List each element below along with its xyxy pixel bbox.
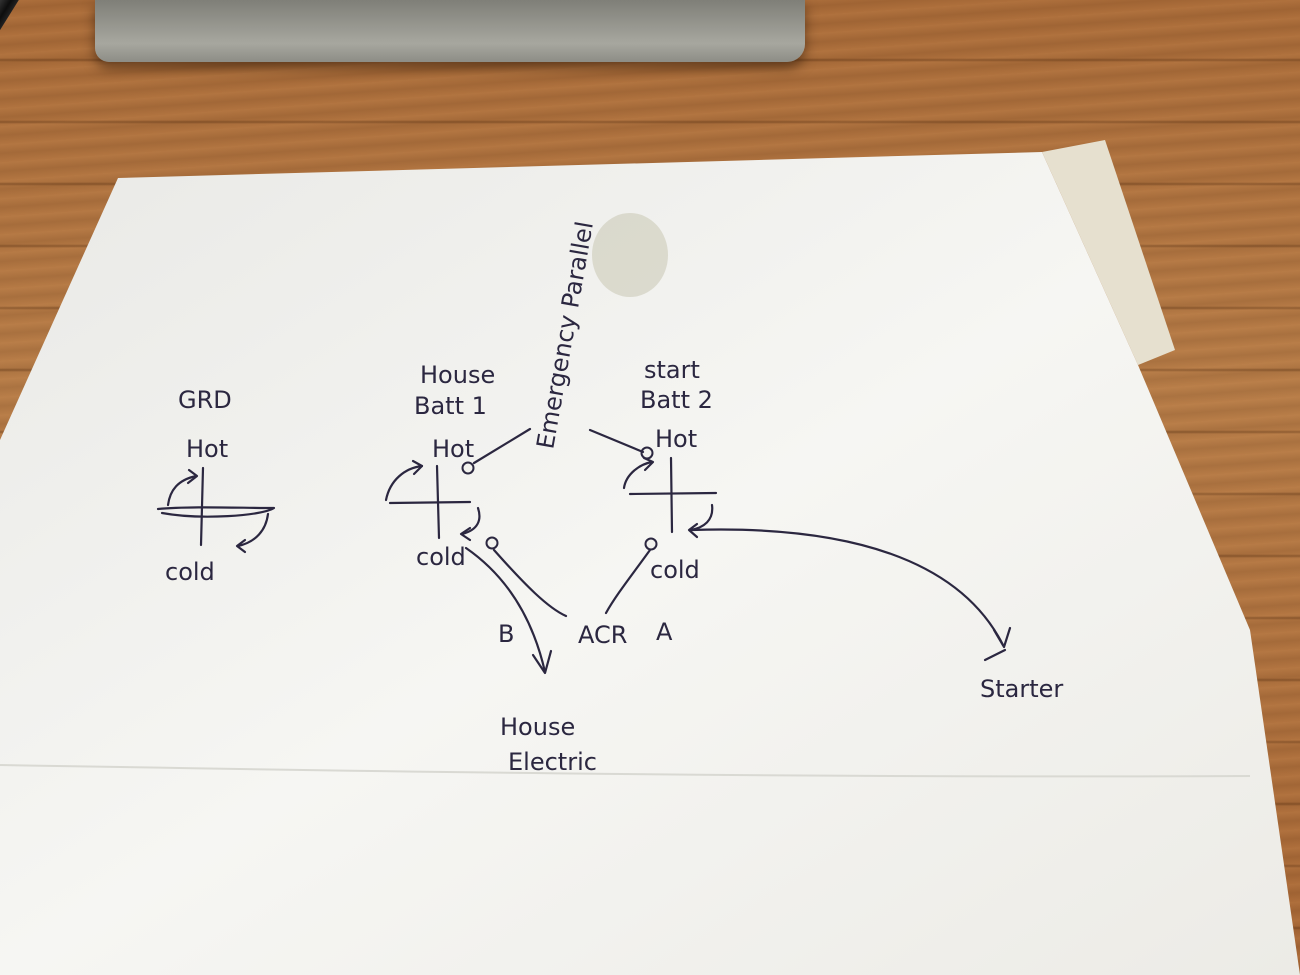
smudge [592,213,668,297]
ground-rotate-arrow-top [166,474,198,507]
starter-arrowhead [992,626,1012,649]
parallel-wire-right [588,428,645,454]
acr-label: ACR [578,621,627,649]
house-batt-cold-terminal [485,536,499,550]
start-batt-arrowhead-bottom [687,522,699,539]
house-batt-hot-terminal [461,461,475,475]
ground-title: GRD [178,386,232,414]
house-batt-cold-label: cold [416,543,466,571]
start-batt-title-line2: Batt 2 [640,386,713,414]
house-batt-title-line1: House [420,361,495,389]
ground-arrowhead-bottom [235,538,247,554]
paper-fold-corner [1042,140,1175,365]
house-electric-line1: House [500,713,575,741]
house-electric-arrowhead [531,649,553,675]
acr-side-a-label: A [656,618,673,646]
ground-horizontal-stroke [156,506,276,518]
house-batt-rotate-arrow-bottom [460,506,481,536]
start-batt-rotate-arrow-top [622,460,654,490]
ground-rotate-arrow-bottom [236,512,270,548]
start-batt-cold-terminal [644,537,658,551]
house-electric-line2: Electric [508,748,597,776]
parallel-wire-left [472,427,532,465]
house-batt-title-line2: Batt 1 [414,392,487,420]
ground-cold-label: cold [165,558,215,586]
house-batt-rotate-arrow-top [384,464,424,502]
start-batt-horizontal-stroke [628,491,718,496]
side-b-label: B [498,620,514,648]
start-batt-vertical-stroke [669,456,674,534]
house-electric-wire [464,546,547,674]
starter-label: Starter [980,675,1063,703]
start-batt-hot-terminal [640,446,654,460]
house-batt-hot-label: Hot [432,435,474,463]
starter-arrow-tail-mark [983,648,1007,662]
paper-sheet [0,152,1300,975]
acr-wire-from-house [492,548,568,618]
house-batt-horizontal-stroke [388,500,472,505]
grey-device [95,0,805,62]
starter-wire [690,528,1005,647]
start-batt-cold-label: cold [650,556,700,584]
ground-hot-label: Hot [186,435,228,463]
start-batt-title-line1: start [644,356,700,384]
start-batt-hot-label: Hot [655,425,697,453]
house-batt-arrowhead-top [411,459,424,476]
acr-wire-from-start [604,548,652,615]
paper-crease [0,764,1251,778]
house-batt-arrowhead-bottom [459,526,472,542]
ground-arrowhead-top [186,468,199,485]
